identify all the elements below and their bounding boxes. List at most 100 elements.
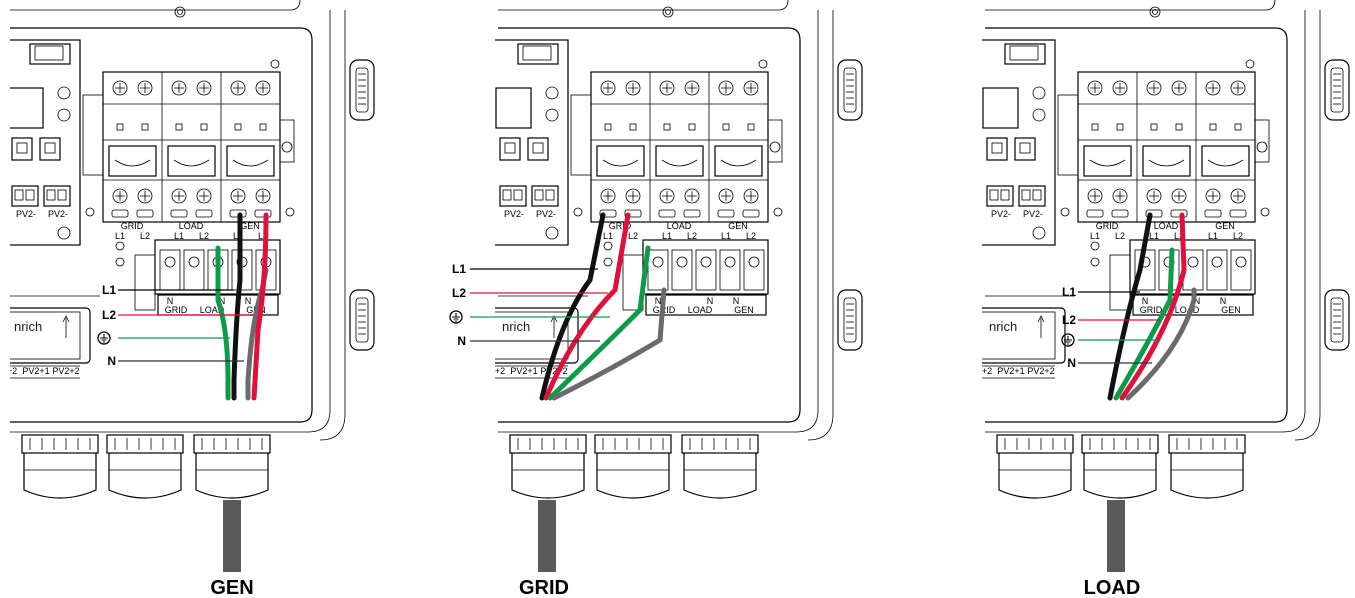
breaker-label: GRID [609, 221, 632, 231]
wiring-load: L1 L2N LOAD [1061, 212, 1197, 598]
pv-bottom-label: +2 [7, 366, 17, 376]
terminal-label: N [219, 296, 226, 306]
breaker-label: LOAD [667, 221, 692, 231]
terminal-label: GEN [1221, 305, 1241, 315]
terminal-label: GRID [1140, 305, 1163, 315]
cable-gland [1168, 434, 1246, 499]
cable-gland [996, 434, 1074, 499]
cable-gland [106, 434, 184, 499]
terminal-label: LOAD [1175, 305, 1200, 315]
pole-label: L1 [603, 231, 613, 241]
wire-label-l1: L1 [102, 283, 116, 297]
pole-label: L1 [174, 231, 184, 241]
ground-wire [547, 245, 651, 401]
caption-grid: GRID [519, 577, 569, 598]
pole-label: L2 [199, 231, 209, 241]
pole-label: L2 [140, 231, 150, 241]
cable-gland [21, 434, 99, 499]
ground-icon [97, 331, 111, 345]
pole-label: L2 [1233, 231, 1243, 241]
terminal-label: N [1220, 296, 1227, 306]
hinge [349, 59, 375, 121]
pv-bottom-label: PV2+1 [22, 366, 49, 376]
wire-label-l1: L1 [1062, 285, 1076, 299]
terminal-label: LOAD [688, 305, 713, 315]
wire-label-n: N [107, 354, 116, 368]
pv-label: PV2- [504, 209, 524, 219]
pv-bottom-label: PV2+2 [540, 366, 567, 376]
pv-label: PV2- [991, 209, 1011, 219]
brand-name: nrich [989, 319, 1017, 334]
terminal-label: N [733, 296, 740, 306]
brand-name: nrich [502, 319, 530, 334]
pv-bottom-label: +2 [495, 366, 505, 376]
pole-label: L2 [1174, 231, 1184, 241]
l2-wire [543, 212, 631, 401]
cable-gland [509, 434, 587, 499]
terminal-label: N [1142, 296, 1149, 306]
ground-icon [449, 310, 463, 324]
pv-bottom-label: PV2+1 [997, 366, 1024, 376]
pv-label: PV2- [1023, 209, 1043, 219]
l1-wire [231, 212, 243, 401]
l2-wire [1119, 212, 1187, 401]
pole-label: L2 [746, 231, 756, 241]
ground-wire [215, 245, 231, 401]
pv-bottom-label: PV2+2 [52, 366, 79, 376]
brand-name: nrich [14, 319, 42, 334]
pole-label: L1 [1208, 231, 1218, 241]
neutral-wire [1125, 287, 1197, 401]
wire-label-n: N [1067, 356, 1076, 370]
pole-label: L1 [1090, 231, 1100, 241]
hinge [1324, 59, 1350, 121]
pole-label: L1 [662, 231, 672, 241]
hinge [837, 59, 863, 121]
cable-gland [681, 434, 759, 499]
breaker-label: GRID [1096, 221, 1119, 231]
pole-label: L2 [1115, 231, 1125, 241]
breaker-label: LOAD [1154, 221, 1179, 231]
terminal-label: N [167, 296, 174, 306]
l2-wire [251, 212, 269, 401]
pole-label: L2 [258, 231, 268, 241]
pole-label: L1 [1149, 231, 1159, 241]
pole-label: L2 [628, 231, 638, 241]
pv-bottom-label: +2 [982, 366, 992, 376]
wire-label-l2: L2 [452, 286, 466, 300]
cable [223, 500, 241, 572]
breaker-label: LOAD [179, 221, 204, 231]
cable-gland [193, 434, 271, 499]
pole-label: L2 [687, 231, 697, 241]
terminal-label: GRID [165, 305, 188, 315]
terminal-label: N [245, 296, 252, 306]
wire-label-l2: L2 [102, 308, 116, 322]
hinge [837, 289, 863, 351]
breaker-label: GRID [121, 221, 144, 231]
cable [538, 500, 556, 572]
terminal-label: GEN [734, 305, 754, 315]
breaker-label: GEN [240, 221, 260, 231]
cable-gland [594, 434, 672, 499]
l1-wire [539, 212, 606, 401]
wire-label-l1: L1 [452, 262, 466, 276]
breaker-label: GEN [728, 221, 748, 231]
hinge [349, 289, 375, 351]
terminal-label: LOAD [200, 305, 225, 315]
neutral-wire [551, 287, 667, 401]
cable-gland [1081, 434, 1159, 499]
caption-load: LOAD [1084, 577, 1141, 598]
ground-icon [1061, 333, 1075, 347]
terminal-label: N [655, 296, 662, 306]
pv-label: PV2- [536, 209, 556, 219]
terminal-label: N [707, 296, 714, 306]
pv-bottom-label: PV2+1 [510, 366, 537, 376]
terminal-label: N [1194, 296, 1201, 306]
